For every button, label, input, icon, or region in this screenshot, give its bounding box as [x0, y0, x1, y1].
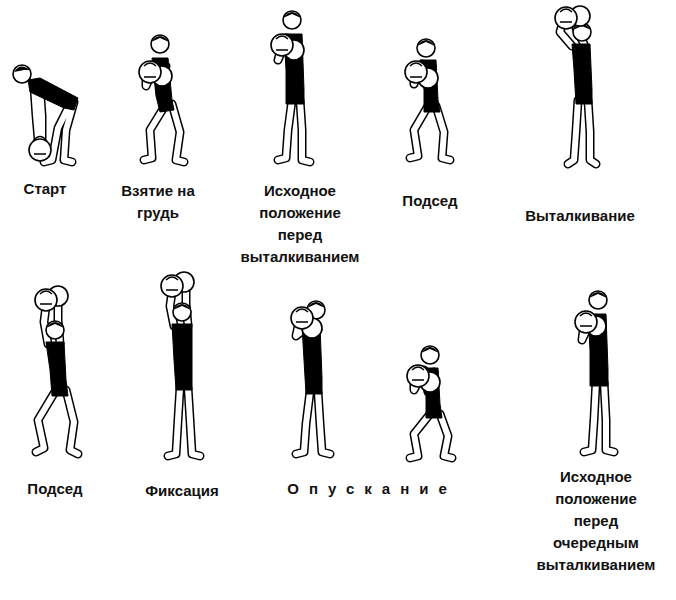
athlete-figure: [555, 6, 596, 164]
athlete-figure: [291, 301, 330, 454]
athlete-figure: [161, 272, 200, 456]
phase-label: Фиксация: [145, 480, 218, 502]
phase-label: Исходное положение перед очередным вытал…: [535, 466, 657, 576]
athlete-figure: [575, 291, 614, 452]
phase-label: Подсед: [402, 190, 457, 212]
athlete-figure: [35, 286, 78, 454]
athlete-figure: [139, 35, 184, 162]
athlete-figure: [271, 11, 310, 162]
athlete-figure: [407, 346, 452, 458]
phase-label: Исходное положение перед выталкиванием: [240, 180, 360, 268]
phase-label: Подсед: [27, 478, 82, 500]
phase-label: Старт: [24, 178, 67, 200]
athlete-figure: [405, 39, 450, 160]
phase-label: Выталкивание: [525, 205, 635, 227]
phase-label: Взятие на грудь: [117, 180, 199, 224]
athlete-figure: [13, 65, 78, 162]
phase-label: Опускание: [287, 478, 457, 500]
